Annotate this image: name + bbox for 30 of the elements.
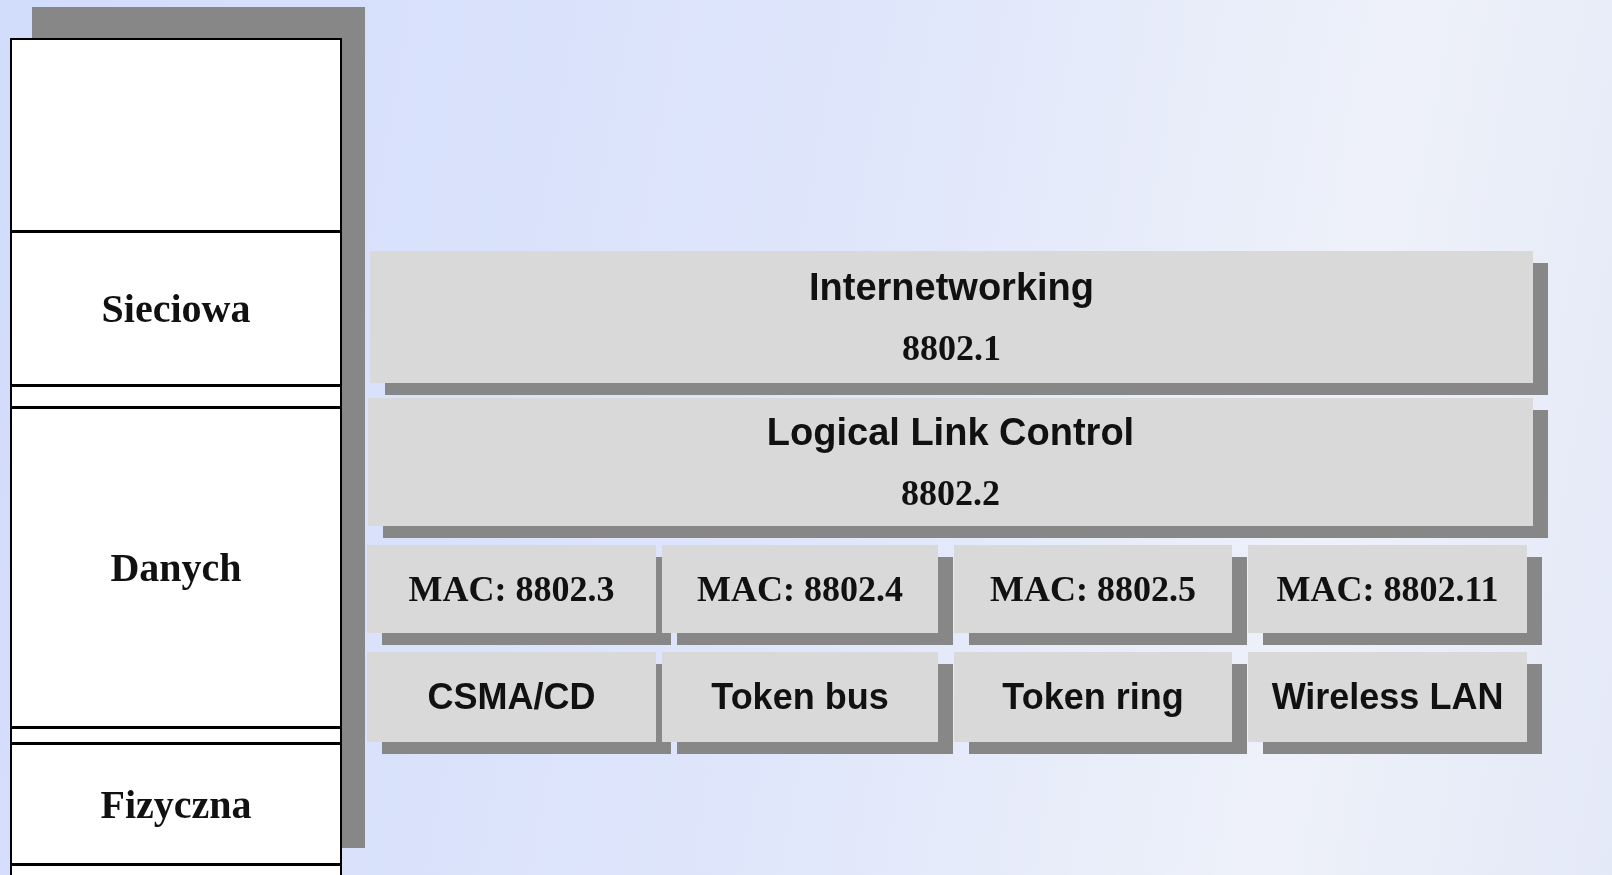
layer-box — [662, 545, 938, 633]
layer-label: Wireless LAN — [1271, 676, 1504, 718]
layer-box — [1248, 652, 1527, 742]
layer-label: MAC: 8802.11 — [1276, 568, 1499, 610]
layer-box — [954, 545, 1232, 633]
layer-strip — [10, 385, 342, 408]
layer-box — [368, 398, 1533, 526]
layer-box — [10, 231, 342, 386]
layer-title: Logical Link Control — [766, 410, 1135, 454]
layer-label: MAC: 8802.5 — [990, 568, 1196, 610]
layer-label: Danych — [110, 544, 242, 591]
layer-label: Token ring — [1002, 676, 1184, 718]
layer-label: MAC: 8802.3 — [408, 568, 615, 610]
layer-box — [662, 652, 938, 742]
standard-number: 8802.1 — [902, 326, 1001, 369]
layer-box — [367, 545, 656, 633]
layer-label: Fizyczna — [100, 780, 252, 828]
layer-title: Internetworking — [809, 265, 1094, 309]
layer-box — [1248, 545, 1527, 633]
layer-label: Sieciowa — [101, 285, 251, 332]
layer-box — [370, 251, 1533, 383]
layer-box — [10, 407, 342, 728]
layer-box — [367, 652, 656, 742]
layer-box — [954, 652, 1232, 742]
layer-label: MAC: 8802.4 — [697, 568, 903, 610]
standard-number: 8802.2 — [901, 471, 1000, 514]
layer-label: CSMA/CD — [427, 676, 596, 718]
layer-label: Token bus — [711, 676, 889, 718]
layer-box — [10, 743, 342, 865]
layer-strip — [10, 38, 342, 232]
